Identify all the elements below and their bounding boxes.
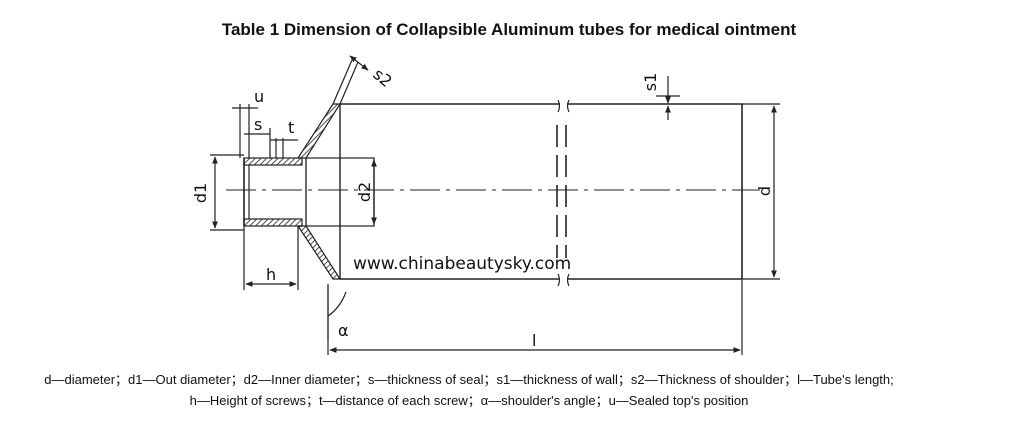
- label-alpha: α: [338, 321, 349, 340]
- legend-line-2: h—Height of screws；t—distance of each sc…: [189, 393, 749, 408]
- label-u: u: [254, 87, 264, 106]
- label-d2: d2: [355, 182, 374, 202]
- tube-body: [339, 99, 743, 287]
- label-d: d: [755, 186, 774, 196]
- diagram-title: Table 1 Dimension of Collapsible Aluminu…: [221, 20, 797, 39]
- label-l: l: [532, 331, 536, 350]
- label-d1: d1: [191, 183, 210, 203]
- watermark: www.chinabeautysky.com: [353, 254, 571, 274]
- label-s2: s2: [369, 65, 395, 91]
- legend-line-1: d—diameter；d1—Out diameter；d2—Inner diam…: [44, 372, 894, 387]
- label-h: h: [266, 265, 276, 284]
- label-s1: s1: [641, 73, 660, 92]
- label-s: s: [254, 115, 262, 134]
- shoulder: [296, 103, 342, 280]
- label-t: t: [288, 118, 294, 137]
